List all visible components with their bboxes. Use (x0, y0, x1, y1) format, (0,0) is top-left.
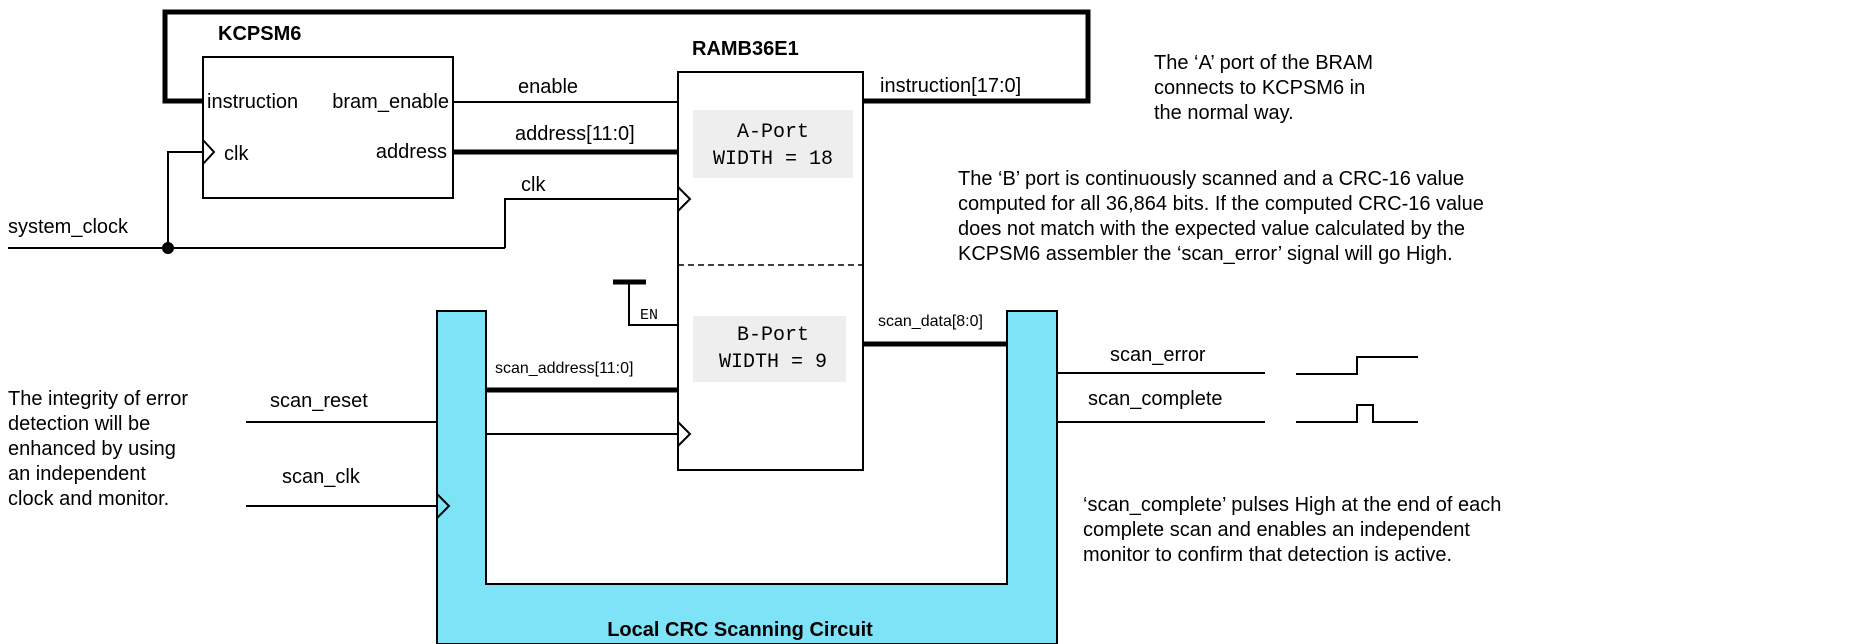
crc-scanning-circuit-block (436, 310, 1058, 644)
kcpsm6-title: KCPSM6 (218, 23, 301, 45)
instruction-bus-loop (162, 9, 1091, 104)
b-port-clock-marker (677, 421, 692, 447)
note-a-port: The ‘A’ port of the BRAM connects to KCP… (1154, 52, 1373, 124)
kcpsm6-clock-marker (202, 139, 216, 165)
scan-data-label: scan_data[8:0] (878, 313, 983, 330)
scan-error-label: scan_error (1110, 344, 1206, 366)
note-b-port: The ‘B’ port is continuously scanned and… (958, 168, 1484, 265)
kcpsm6-port-bram-enable: bram_enable (332, 91, 449, 113)
scan-complete-waveform (1296, 404, 1418, 423)
kcpsm6-block (202, 56, 454, 199)
clk-label: clk (521, 174, 546, 196)
b-port-box (693, 316, 846, 382)
scan-address-label: scan_address[11:0] (495, 360, 633, 377)
kcpsm6-port-clk: clk (224, 143, 249, 165)
en-label: EN (640, 307, 658, 324)
enable-label: enable (518, 76, 578, 98)
scan-complete-label: scan_complete (1088, 388, 1223, 410)
a-port-clock-marker (677, 186, 692, 212)
kcpsm6-port-address: address (376, 141, 447, 163)
crc-block-title: Local CRC Scanning Circuit (607, 619, 873, 641)
scan-clk-label: scan_clk (282, 466, 361, 488)
kcpsm6-port-instruction: instruction (207, 91, 298, 113)
a-port-width: WIDTH = 18 (713, 148, 833, 171)
system-clock-label: system_clock (8, 216, 129, 238)
address-label: address[11:0] (515, 123, 635, 145)
a-port-box (693, 110, 853, 178)
b-port-label: B-Port (737, 324, 809, 347)
instruction-label: instruction[17:0] (880, 75, 1021, 97)
kcpsm6-clk-wire (167, 151, 203, 248)
note-integrity: The integrity of error detection will be… (8, 388, 189, 510)
bram-clk-wire (504, 198, 678, 248)
note-scan-complete: ‘scan_complete’ pulses High at the end o… (1083, 494, 1502, 566)
b-port-width: WIDTH = 9 (719, 351, 827, 374)
scan-reset-label: scan_reset (270, 390, 368, 412)
crc-clock-marker (436, 493, 451, 519)
en-wire (628, 282, 678, 326)
ramb36e1-title: RAMB36E1 (692, 38, 799, 60)
clock-junction-dot (162, 242, 174, 254)
a-port-label: A-Port (737, 121, 809, 144)
scan-error-waveform (1296, 356, 1418, 375)
